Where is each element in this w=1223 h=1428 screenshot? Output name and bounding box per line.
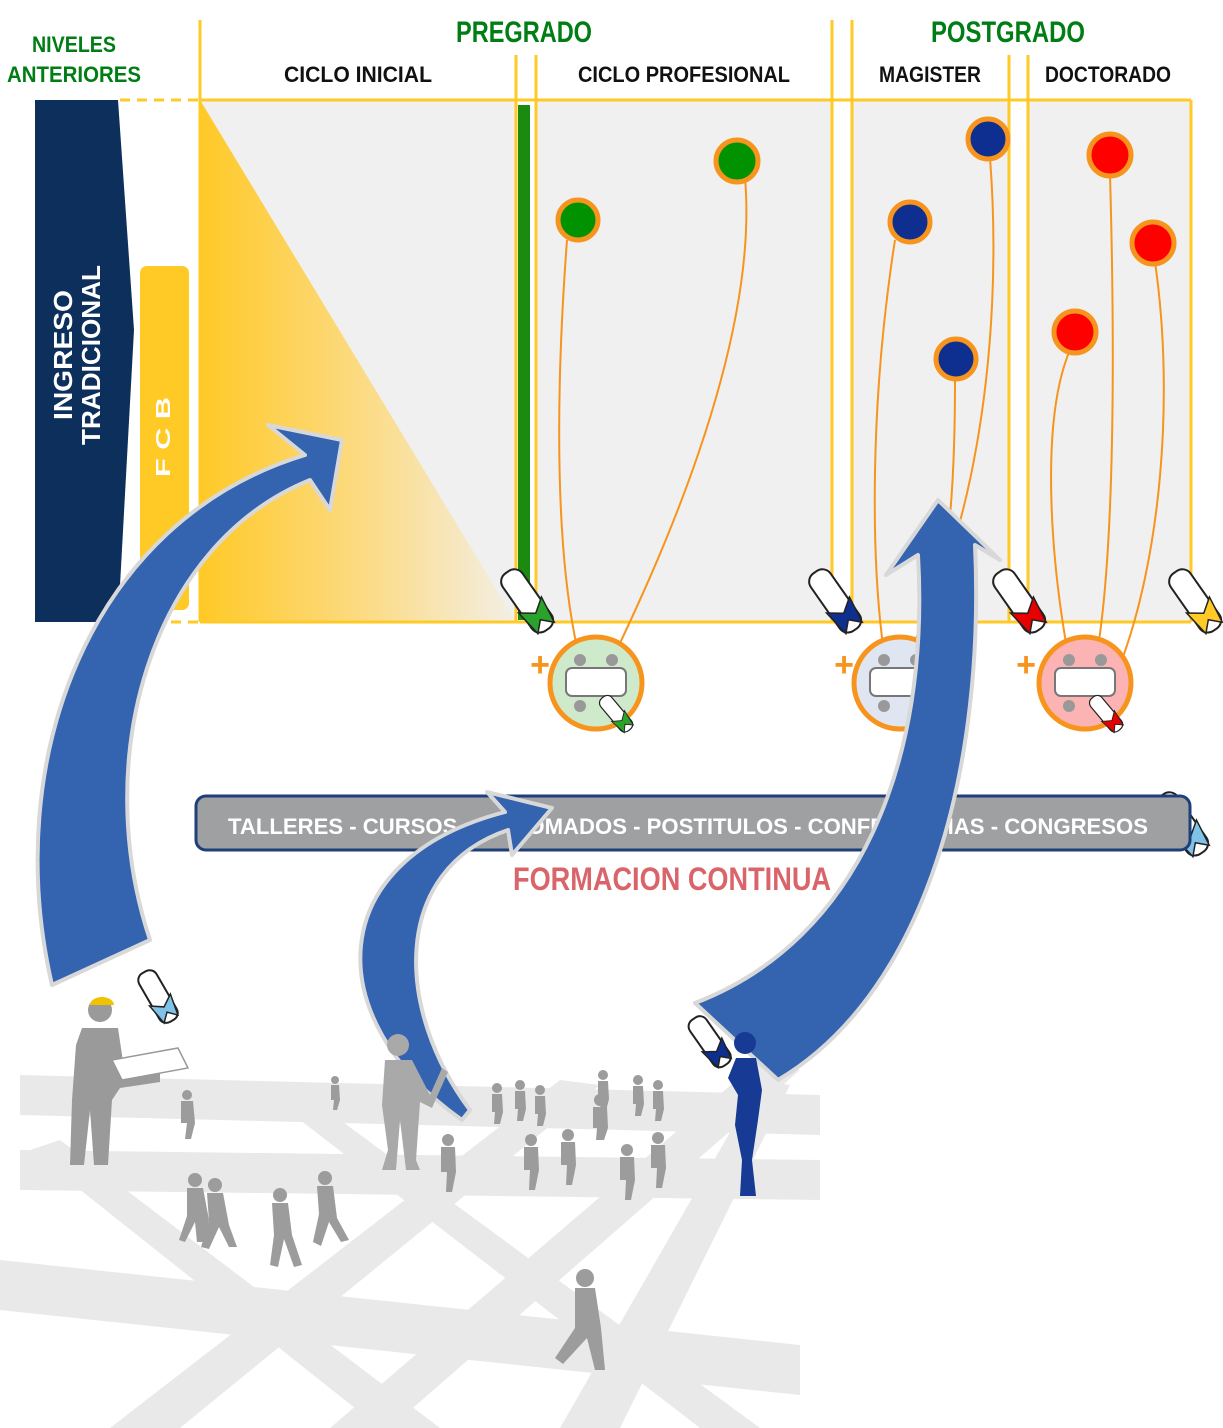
- formacion-continua-label: FORMACION CONTINUA: [513, 861, 831, 897]
- fcb-label: F C B: [153, 397, 175, 477]
- plus-sign: +: [1016, 646, 1036, 684]
- pregrado-nodes: [555, 137, 761, 243]
- doctorado-nodes: [1051, 131, 1177, 356]
- worker-silhouette: [70, 997, 190, 1165]
- ingreso-label-line2: TRADICIONAL: [76, 265, 106, 445]
- program-grid: [200, 100, 1191, 622]
- panel-ciclo-profesional: [536, 100, 832, 622]
- formacion-continua-items: TALLERES - CURSOS - DIPLOMADOS - POSTITU…: [228, 814, 1148, 839]
- diploma-icon: [687, 1015, 733, 1070]
- postgrado-label: POSTGRADO: [931, 16, 1085, 49]
- doctorado-node: [1086, 131, 1134, 179]
- arrow-to-ciclo-inicial: [35, 423, 344, 987]
- woman-silhouette: [728, 1032, 762, 1196]
- ingreso-label-line1: INGRESO: [48, 290, 78, 420]
- magister-node: [887, 199, 933, 245]
- ingreso-tradicional-arrow: [35, 100, 134, 622]
- niveles-anteriores-line2: ANTERIORES: [7, 62, 141, 87]
- pregrado-green-bar: [518, 105, 530, 620]
- crowd-silhouettes: [179, 1070, 666, 1370]
- meeting-circle-doctorado: [1036, 634, 1134, 734]
- niveles-anteriores-line1: NIVELES: [32, 32, 116, 57]
- diploma-icon: [137, 969, 180, 1025]
- magister-node: [933, 336, 979, 382]
- diploma-icon: [500, 568, 556, 636]
- magister-label: MAGISTER: [879, 62, 981, 87]
- ciclo-inicial-label: CICLO INICIAL: [284, 62, 432, 87]
- ciclo-profesional-label: CICLO PROFESIONAL: [578, 62, 790, 87]
- magister-node: [965, 116, 1011, 162]
- diploma-icon: [992, 568, 1048, 636]
- man-silhouette: [382, 1034, 448, 1170]
- plus-sign: +: [530, 646, 550, 684]
- plus-sign: +: [834, 646, 854, 684]
- arrow-to-formacion-continua: [358, 790, 554, 1122]
- doctorado-node: [1051, 308, 1099, 356]
- diploma-icon: [808, 568, 864, 636]
- arrow-to-magister: [693, 498, 1002, 1082]
- pregrado-label: PREGRADO: [456, 16, 592, 49]
- magister-nodes: [887, 116, 1011, 382]
- doctorado-label: DOCTORADO: [1045, 62, 1171, 87]
- doctorado-node: [1129, 219, 1177, 267]
- pregrado-node: [555, 197, 601, 243]
- diploma-icon: [1168, 568, 1223, 636]
- pregrado-node: [713, 137, 761, 185]
- meeting-circle-pregrado: [547, 634, 645, 734]
